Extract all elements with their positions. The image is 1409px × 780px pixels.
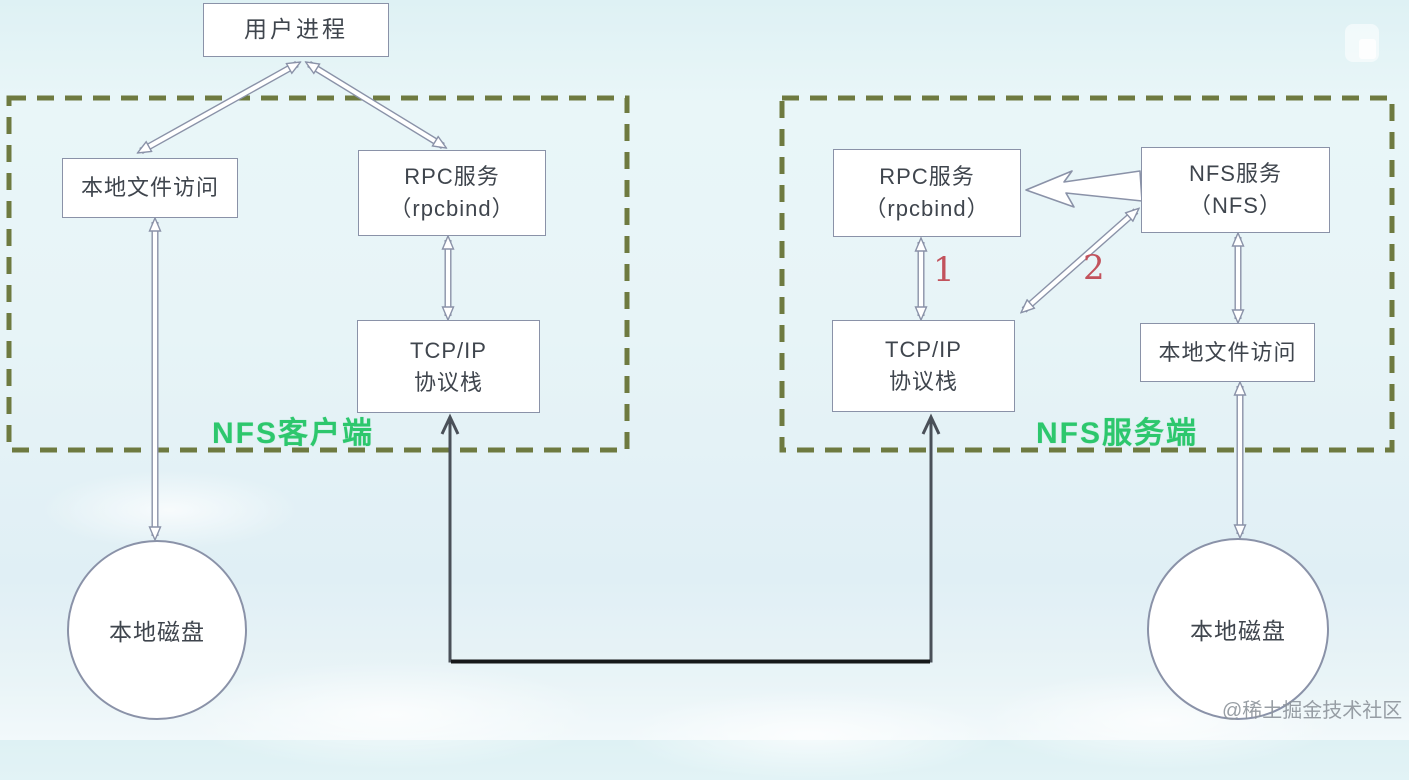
server-tcp-label-line1: TCP/IP [885, 337, 962, 363]
watermark-logo-inner [1359, 39, 1376, 59]
user-process-label: 用户进程 [244, 16, 348, 43]
client-tcp-label-line1: TCP/IP [410, 337, 487, 363]
client-rpc-label-line1: RPC服务 [404, 164, 500, 190]
diagram-drawing-layer [6, 60, 1395, 664]
arrow-nfs-to-rpc [1025, 170, 1143, 208]
client-local-disk: 本地磁盘 [67, 540, 247, 720]
server-rpc-label-line1: RPC服务 [879, 164, 975, 190]
server-tcp-stack-box: TCP/IP 协议栈 [832, 320, 1015, 412]
server-nfs-label-line1: NFS服务 [1188, 161, 1282, 187]
step-1-label: 1 [933, 250, 955, 290]
server-local-file-access-box: 本地文件访问 [1140, 323, 1315, 382]
client-tcp-stack-box: TCP/IP 协议栈 [357, 320, 540, 413]
arrow-user-process-client-rpc [309, 64, 443, 146]
client-local-disk-label: 本地磁盘 [109, 619, 205, 645]
server-rpc-label-line2: （rpcbind） [864, 196, 990, 221]
client-region-label: NFS客户端 [212, 417, 374, 450]
client-rpc-box: RPC服务 （rpcbind） [358, 150, 546, 236]
watermark-text: @稀土掘金技术社区 [1222, 700, 1403, 722]
client-rpc-label-line2: （rpcbind） [389, 196, 515, 221]
server-rpc-box: RPC服务 （rpcbind） [833, 149, 1021, 237]
server-local-disk-label: 本地磁盘 [1190, 618, 1286, 644]
nfs-architecture-diagram: 用户进程 本地文件访问 RPC服务 （rpcbind） TCP/IP 协议栈 R… [6, 3, 1403, 780]
server-nfs-box: NFS服务 （NFS） [1141, 147, 1330, 233]
connector-tcp-to-tcp [440, 413, 941, 664]
user-process-box: 用户进程 [203, 3, 389, 57]
server-region-border [779, 95, 1395, 453]
server-tcp-label-line2: 协议栈 [888, 369, 958, 394]
client-local-file-access-label: 本地文件访问 [80, 175, 219, 201]
server-region-label: NFS服务端 [1036, 417, 1198, 450]
watermark-logo-icon [1345, 24, 1379, 62]
arrow-user-process-local-file [141, 60, 297, 155]
client-local-file-access-box: 本地文件访问 [62, 158, 238, 218]
step-2-label: 2 [1083, 248, 1105, 288]
server-local-disk: 本地磁盘 [1147, 538, 1329, 720]
server-nfs-label-line2: （NFS） [1188, 193, 1282, 218]
server-local-file-access-label: 本地文件访问 [1158, 339, 1297, 365]
client-tcp-label-line2: 协议栈 [413, 369, 483, 395]
arrow-nfs-server-tcp [1024, 211, 1136, 310]
